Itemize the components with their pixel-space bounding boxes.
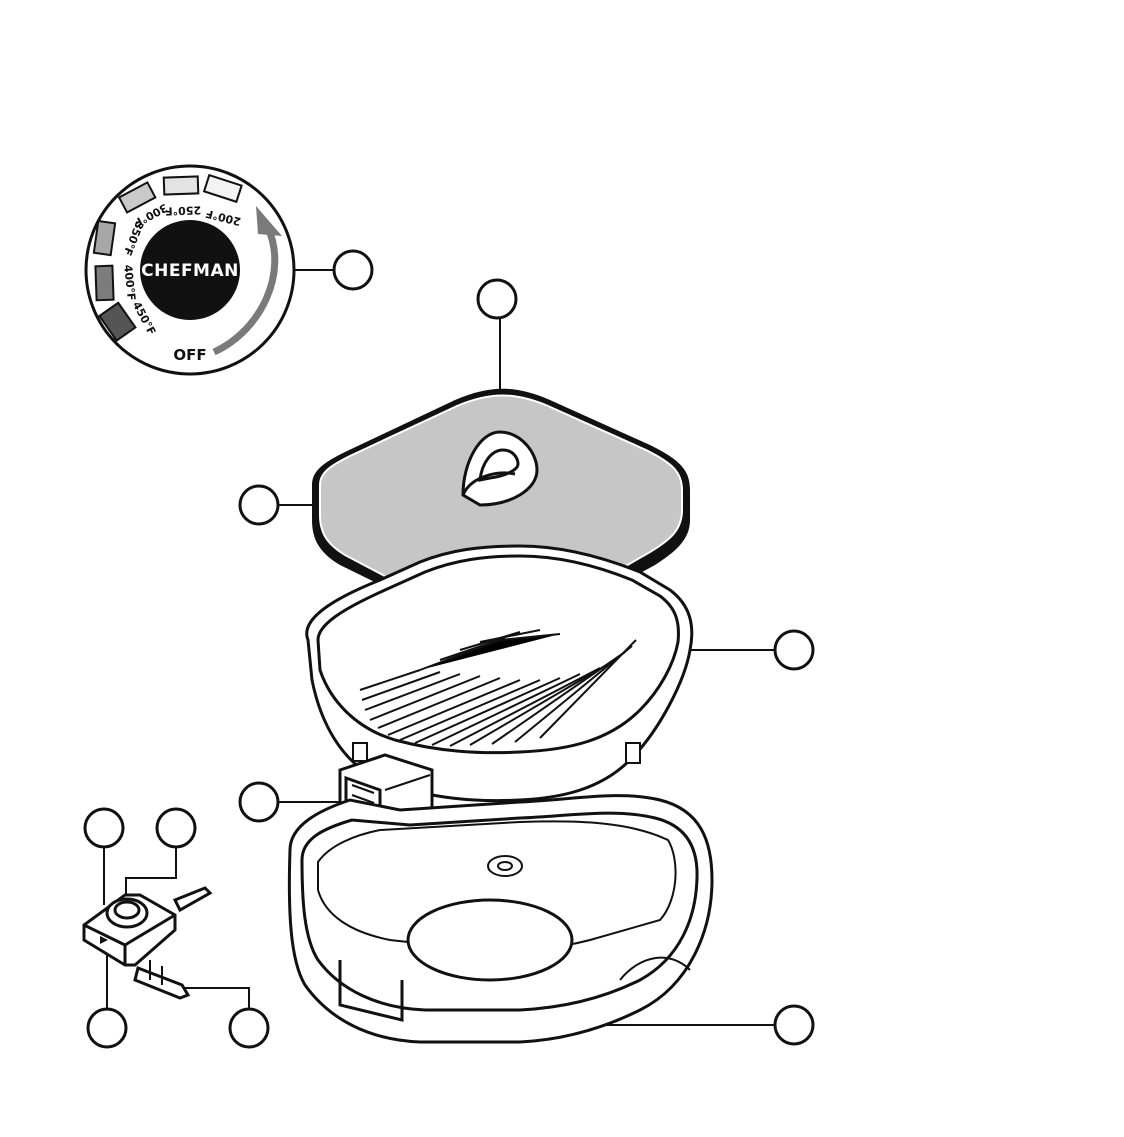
dial-brand-label: CHEFMAN [141,261,239,281]
dial-off-label: OFF [173,346,206,364]
callout-lid-handle [478,280,516,318]
callout-probe-pointer [88,1009,126,1047]
probe-knob [107,899,147,927]
base [289,796,712,1042]
callout-probe-indicator-light [85,809,123,847]
callout-probe-knob [157,809,195,847]
dial-segment-400 [95,266,113,301]
callout-base [775,1006,813,1044]
callout-glass-lid [240,486,278,524]
callout-probe-plug [230,1009,268,1047]
callout-grill-plate [775,631,813,669]
dial-temp-250: 250°F [165,203,201,217]
temperature-probe [84,888,210,998]
temperature-dial: CHEFMAN 200°F 250°F 300°F 350°F 400°F 45… [86,166,294,374]
dial-segment-350 [94,221,115,255]
callout-probe-socket [240,783,278,821]
callout-temperature-dial [334,251,372,289]
dial-segment-250 [164,176,199,194]
